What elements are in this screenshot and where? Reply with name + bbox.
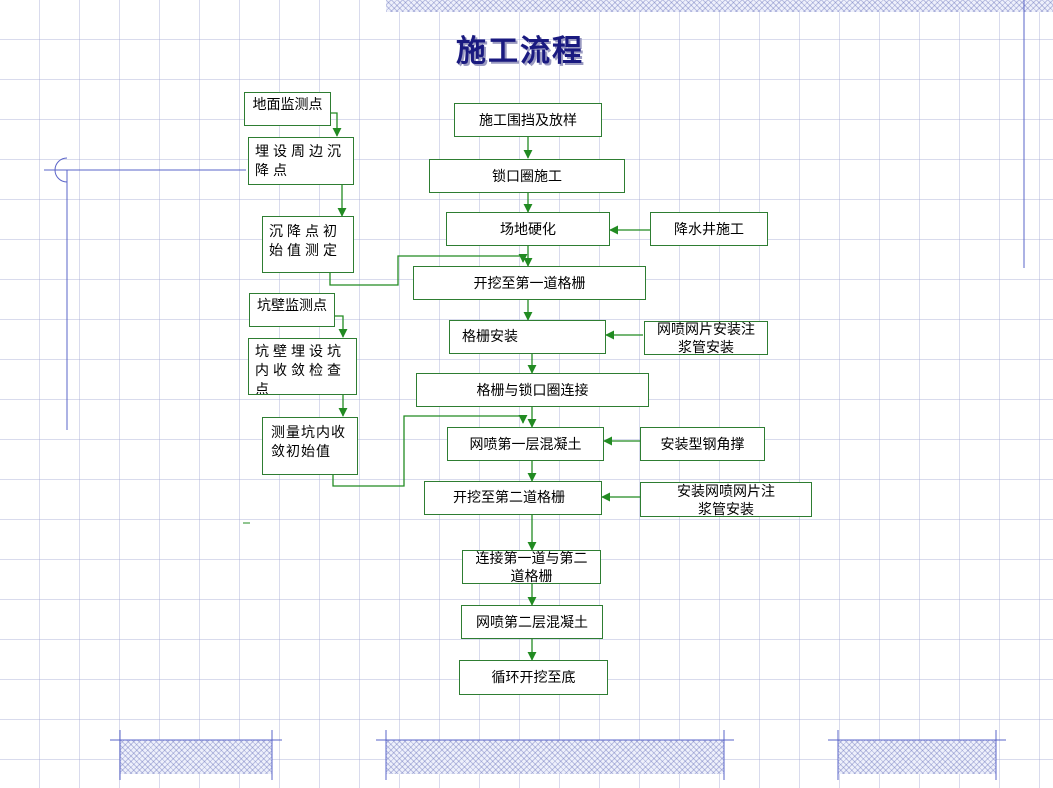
arrow-pit-wall-monitor	[335, 315, 348, 338]
top-banner-pattern	[386, 0, 1053, 12]
step-lock-ring: 锁口圈施工	[429, 159, 625, 193]
slide-decoration	[44, 0, 1025, 780]
bury-settlement-points-box: 埋设周边沉降点	[248, 137, 354, 185]
pit-wall-points-box: 坑壁埋设坑内收敛检查点	[248, 338, 357, 395]
initial-settlement-box: 沉降点初始值测定	[262, 216, 354, 273]
side-steel-angle-brace: 安装型钢角撑	[640, 427, 765, 461]
step-grid-lockring-connect: 格栅与锁口圈连接	[416, 373, 649, 407]
footer-pattern-right	[838, 740, 996, 774]
ground-monitor-box: 地面监测点	[244, 92, 331, 126]
step-excavate-first-grid: 开挖至第一道格栅	[413, 266, 646, 300]
side-dewatering-well: 降水井施工	[650, 212, 768, 246]
step-shotcrete-layer-2: 网喷第二层混凝土	[461, 605, 603, 639]
page-title: 施工流程	[456, 34, 584, 69]
arrow-settlement-to-flow	[329, 253, 528, 286]
step-cycle-excavate-bottom: 循环开挖至底	[459, 660, 608, 695]
side-mesh-grout-pipe-1: 网喷网片安装注浆管安装	[644, 321, 768, 355]
step-excavate-second-grid: 开挖至第二道格栅	[424, 481, 602, 515]
step-enclosure-layout: 施工围挡及放样	[454, 103, 602, 137]
step-site-hardening: 场地硬化	[446, 212, 610, 246]
arrow-ground-monitor	[330, 112, 342, 137]
step-shotcrete-layer-1: 网喷第一层混凝土	[447, 427, 604, 461]
initial-convergence-box: 测量坑内收敛初始值	[262, 417, 358, 475]
footer-pattern-left	[120, 740, 272, 774]
footer-pattern-middle	[386, 740, 724, 774]
side-mesh-grout-pipe-2: 安装网喷网片注浆管安装	[640, 482, 812, 517]
pit-wall-monitor-box: 坑壁监测点	[249, 293, 335, 327]
arrow-convergence-to-flow	[332, 414, 528, 487]
step-connect-grids: 连接第一道与第二道格栅	[462, 550, 601, 584]
step-grid-install: 格栅安装	[449, 320, 606, 354]
